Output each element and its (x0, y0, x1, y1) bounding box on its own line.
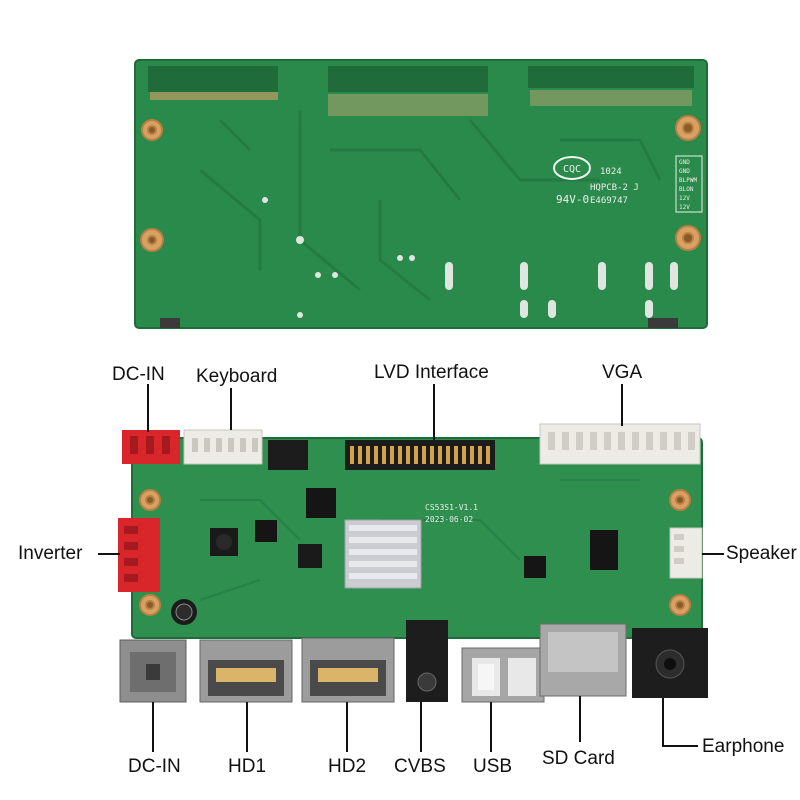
front-mounting-pads (139, 489, 691, 616)
label-cvbs: CVBS (394, 756, 446, 777)
back-header-left (148, 66, 278, 100)
electrolytic-capacitor (171, 599, 197, 625)
bl-pin-5: 12V (679, 195, 690, 202)
pointer-inverter (98, 553, 120, 555)
label-usb: USB (473, 756, 513, 777)
hdmi2-port (301, 637, 395, 703)
pointer-speaker (702, 553, 724, 555)
vga-connector (539, 423, 701, 465)
pointer-lvd (433, 384, 435, 440)
speaker-connector (669, 527, 703, 579)
pointer-hd2 (346, 702, 348, 752)
usb-port (461, 647, 545, 703)
pointer-earphone-h (662, 745, 698, 747)
lvds-header (345, 440, 495, 470)
label-hd2: HD2 (328, 756, 367, 777)
flame-rating-text: 94V-0 (556, 193, 589, 206)
earphone-jack (632, 628, 708, 698)
cqc-cert-logo: CQC (553, 156, 591, 180)
bl-pin-4: BLON (679, 186, 694, 193)
inverter-connector-red (118, 518, 160, 592)
back-header-right (528, 66, 694, 106)
dc-in-connector-red (122, 430, 180, 464)
label-earphone: Earphone (702, 736, 785, 757)
cvbs-jack (406, 620, 448, 702)
back-mounting-pads (140, 115, 701, 252)
pcb-front-side: CS53S1-V1.1 2023-06-02 (118, 423, 708, 703)
pointer-vga (621, 384, 623, 426)
keyboard-connector (183, 429, 263, 465)
label-hd1: HD1 (228, 756, 267, 777)
label-lvd-interface: LVD Interface (374, 362, 489, 383)
backlight-pin-labels: GND GND BLPWM BLON 12V 12V (675, 155, 703, 213)
pointer-dc-in-bottom (152, 702, 154, 752)
ul-code-text: E469747 (590, 196, 628, 206)
hdmi1-port (199, 639, 293, 703)
pointer-earphone-v (662, 698, 664, 746)
label-speaker: Speaker (726, 543, 797, 564)
chip-ic-6 (298, 544, 322, 568)
bl-pin-1: GND (679, 159, 690, 166)
chip-ic-1 (306, 488, 336, 518)
pointer-dc-in-top (147, 384, 149, 432)
heatsink (344, 519, 422, 589)
pointer-usb (490, 702, 492, 752)
label-sd-card: SD Card (542, 748, 615, 769)
board-date-text: 2023-06-02 (425, 515, 473, 524)
hqpcb-text: HQPCB-2 J (590, 183, 639, 193)
label-inverter: Inverter (18, 543, 83, 564)
pointer-hd1 (246, 702, 248, 752)
pointer-keyboard (230, 388, 232, 430)
bl-pin-6: 12V (679, 204, 690, 211)
pointer-cvbs (420, 702, 422, 752)
bl-pin-2: GND (679, 168, 690, 175)
bl-pin-3: BLPWM (679, 177, 697, 184)
label-vga: VGA (602, 362, 643, 383)
chip-ic-2 (255, 520, 277, 542)
label-dc-in-top: DC-IN (112, 364, 165, 385)
board-model-text: CS53S1-V1.1 (425, 503, 478, 512)
date-code-text: 1024 (600, 167, 622, 177)
label-keyboard: Keyboard (196, 366, 278, 387)
cqc-logo-text: CQC (563, 164, 581, 175)
sd-card-slot (539, 623, 627, 697)
pcb-back-side: CQC 1024 HQPCB-2 J 94V-0 E469747 GND GND… (134, 59, 708, 329)
label-dc-in-bottom: DC-IN (128, 756, 181, 777)
chip-ic-4 (590, 530, 618, 570)
pointer-sd-card (579, 696, 581, 742)
back-header-mid (328, 66, 488, 116)
chip-ic-5 (524, 556, 546, 578)
dc-in-jack (119, 639, 187, 703)
